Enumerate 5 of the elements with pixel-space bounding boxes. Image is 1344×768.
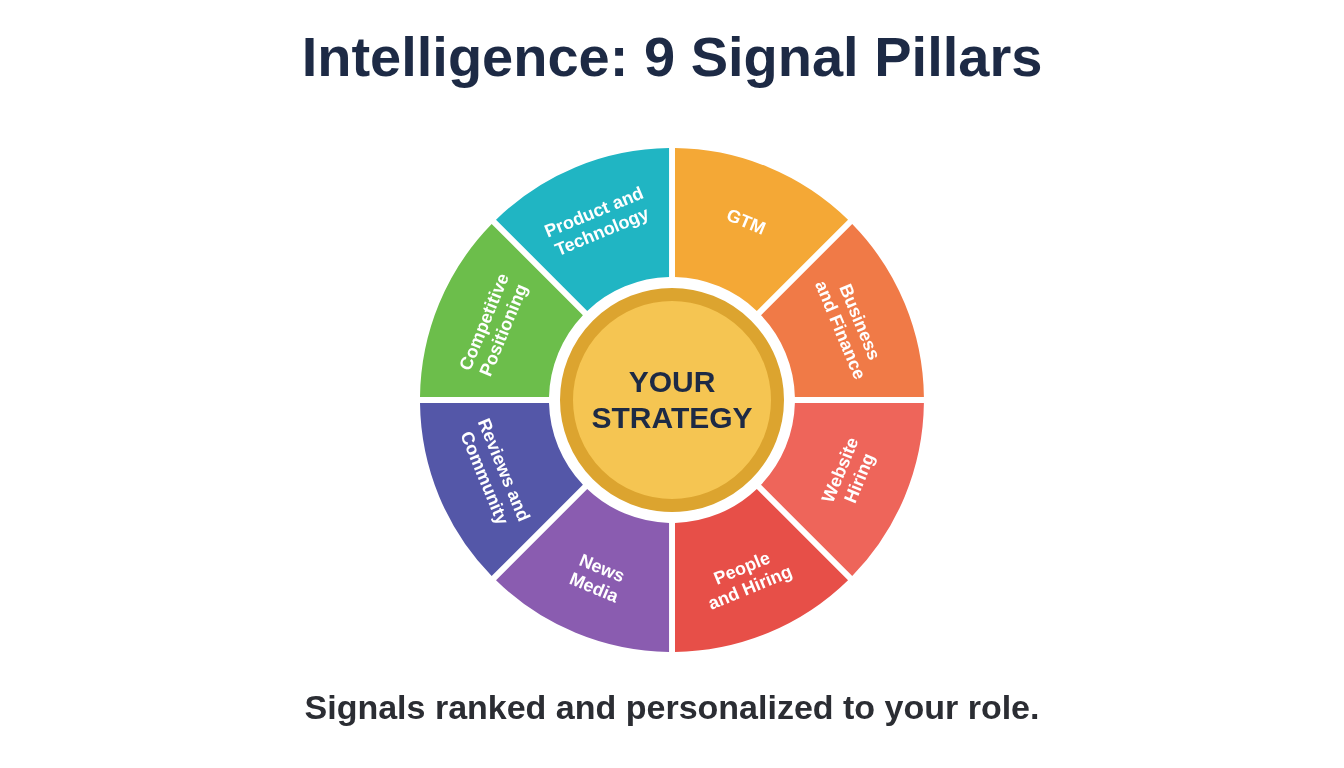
diagram-caption: Signals ranked and personalized to your role. — [304, 688, 1040, 728]
segment-label: GTM — [723, 204, 769, 239]
center-circle — [560, 288, 784, 512]
center-label: YOUR STRATEGY — [590, 364, 754, 436]
diagram-title: Intelligence: 9 Signal Pillars — [301, 26, 1043, 88]
